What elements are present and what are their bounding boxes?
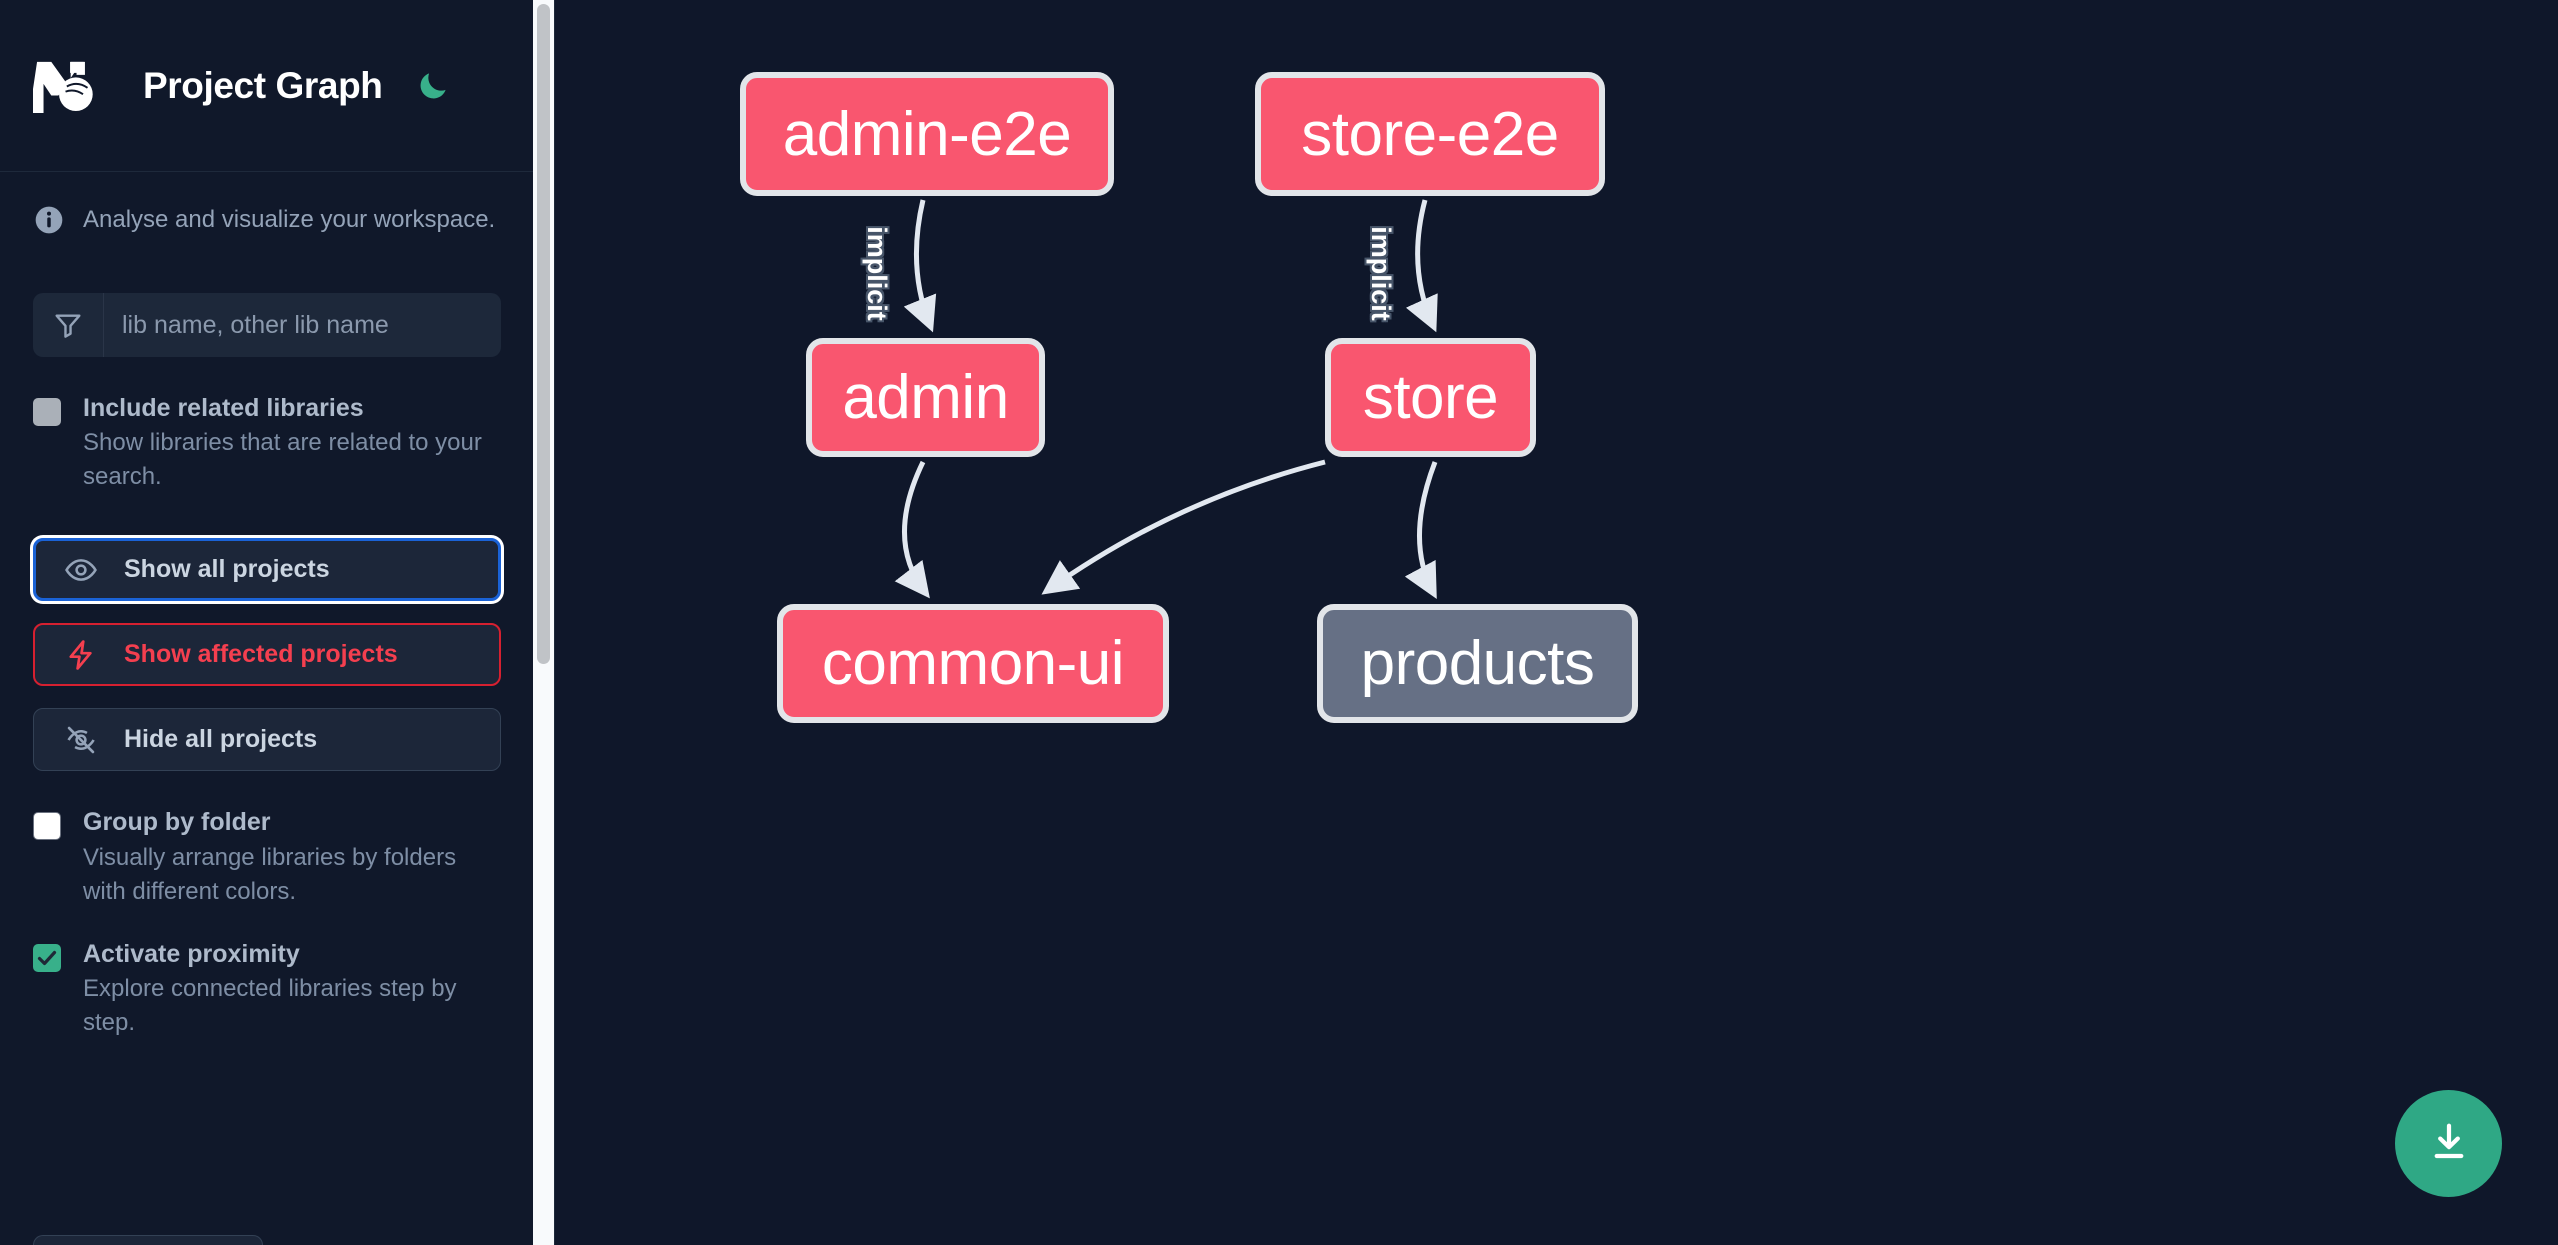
graph-edges: [894, 199, 1438, 600]
tagline-text: Analyse and visualize your workspace.: [83, 206, 496, 233]
graph-node-store-e2e[interactable]: store-e2e: [1255, 72, 1605, 196]
graph-node-common-ui[interactable]: common-ui: [777, 604, 1169, 723]
info-icon: [33, 204, 65, 236]
edge-label-admin-e2e-implicit: implicit: [861, 226, 892, 321]
eye-off-icon: [64, 723, 98, 757]
option-include-related-libraries[interactable]: Include related libraries Show libraries…: [0, 393, 534, 494]
sidebar-scrollbar-thumb[interactable]: [537, 4, 550, 664]
sidebar-scrollbar[interactable]: [533, 0, 554, 1245]
option-description: Visually arrange libraries by folders wi…: [83, 843, 457, 905]
eye-icon: [64, 553, 98, 587]
search-input[interactable]: [104, 293, 501, 357]
download-icon: [2426, 1119, 2472, 1168]
option-description: Explore connected libraries step by step…: [83, 975, 457, 1037]
check-icon: [37, 950, 57, 965]
button-label: Show all projects: [124, 555, 330, 584]
edge-label-store-e2e-implicit: implicit: [1365, 226, 1396, 321]
filter-funnel-icon: [33, 293, 104, 357]
sidebar-content: Project Graph Analyse and visualize yo: [0, 0, 534, 1245]
sidebar-tagline: Analyse and visualize your workspace.: [0, 172, 534, 236]
sidebar: Project Graph Analyse and visualize yo: [0, 0, 555, 1245]
edge-admin-to-common-ui: [894, 460, 930, 599]
show-affected-projects-button[interactable]: Show affected projects: [33, 623, 501, 687]
search-bar[interactable]: [33, 293, 501, 357]
edge-store-to-products: [1404, 461, 1438, 600]
show-all-projects-button[interactable]: Show all projects: [33, 538, 501, 602]
graph-node-admin-e2e[interactable]: admin-e2e: [740, 72, 1114, 196]
option-activate-proximity[interactable]: Activate proximity Explore connected lib…: [0, 939, 534, 1040]
button-label: Show affected projects: [124, 640, 398, 669]
graph-node-products[interactable]: products: [1317, 604, 1638, 723]
nx-logo-icon: [29, 58, 111, 114]
download-graph-button[interactable]: [2395, 1090, 2502, 1197]
activate-proximity-checkbox[interactable]: [33, 943, 61, 972]
sidebar-header: Project Graph: [0, 0, 534, 172]
include-related-libraries-checkbox[interactable]: [33, 398, 61, 426]
page-title: Project Graph: [143, 64, 383, 106]
option-group-by-folder[interactable]: Group by folder Visually arrange librari…: [0, 807, 534, 908]
moon-icon[interactable]: [412, 65, 454, 107]
option-label: Include related libraries: [83, 394, 364, 422]
option-description: Show libraries that are related to your …: [83, 429, 482, 491]
option-label: Activate proximity: [83, 939, 300, 968]
hide-all-projects-button[interactable]: Hide all projects: [33, 708, 501, 772]
sidebar-partial-control[interactable]: [33, 1235, 263, 1245]
edge-store-to-common-ui: [1041, 459, 1326, 595]
visibility-button-group: Show all projects Show affected projects: [33, 538, 501, 772]
graph-node-admin[interactable]: admin: [806, 338, 1045, 457]
lightning-bolt-icon: [64, 638, 98, 672]
group-by-folder-checkbox[interactable]: [33, 812, 61, 841]
button-label: Hide all projects: [124, 725, 318, 754]
graph-canvas[interactable]: admin-e2e store-e2e admin store common-u…: [555, 0, 2558, 1245]
edge-admin-e2e-to-admin: [903, 199, 937, 333]
option-label: Group by folder: [83, 808, 271, 837]
graph-node-store[interactable]: store: [1325, 338, 1536, 457]
edge-store-e2e-to-store: [1405, 199, 1438, 333]
